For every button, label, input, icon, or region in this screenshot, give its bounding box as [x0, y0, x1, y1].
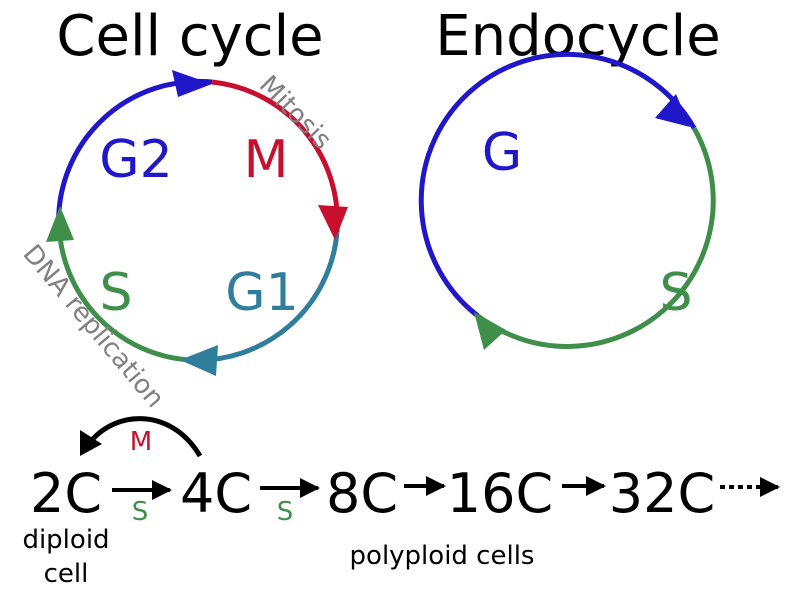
- cell-cycle-title: Cell cycle: [56, 4, 323, 69]
- ploidy-stage-16c: 16C: [447, 462, 553, 525]
- ploidy-s-label-1: S: [132, 497, 149, 527]
- phase-label-g2: G2: [99, 130, 172, 190]
- ploidy-stage-8c: 8C: [326, 462, 398, 525]
- endocycle-circle: [418, 52, 716, 350]
- endocycle-title: Endocycle: [435, 4, 720, 69]
- phase-label-m: M: [244, 130, 289, 190]
- ploidy-stage-32c: 32C: [609, 462, 715, 525]
- dna-replication-arc-label: DNA replication: [17, 239, 170, 414]
- g1-arc: [189, 231, 340, 363]
- g1-arrowhead: [180, 345, 218, 376]
- ploidy-stage-4c: 4C: [180, 462, 252, 525]
- g2-arrowhead: [172, 70, 212, 97]
- endo-phase-label-s: S: [659, 263, 692, 323]
- m-arc: [211, 79, 340, 233]
- mitosis-return-arrowhead: [80, 430, 102, 456]
- endo-g-arc: [418, 52, 697, 318]
- phase-label-g1: G1: [225, 263, 298, 323]
- endo-phase-label-g: G: [482, 123, 522, 183]
- ploidy-stage-2c: 2C: [30, 462, 102, 525]
- s-arrowhead: [46, 206, 74, 242]
- s-arc: [56, 221, 191, 363]
- diploid-caption-line-2: cell: [44, 559, 89, 589]
- endo-g-arrowhead: [655, 94, 690, 127]
- diploid-caption-line-1: diploid: [22, 525, 109, 555]
- endo-s-arc: [476, 126, 716, 349]
- ploidy-progression: 2C 4C 8C 16C 32C M S S diploid cell poly…: [22, 416, 780, 589]
- ploidy-m-label: M: [130, 427, 152, 457]
- polyploid-caption: polyploid cells: [350, 541, 535, 571]
- phase-label-s: S: [99, 263, 132, 323]
- cell-cycle-circle: [46, 70, 348, 376]
- endo-s-arrowhead: [474, 312, 506, 350]
- mitosis-return-arrow: [83, 416, 203, 458]
- ploidy-s-label-2: S: [277, 497, 294, 527]
- m-arrowhead: [318, 205, 348, 240]
